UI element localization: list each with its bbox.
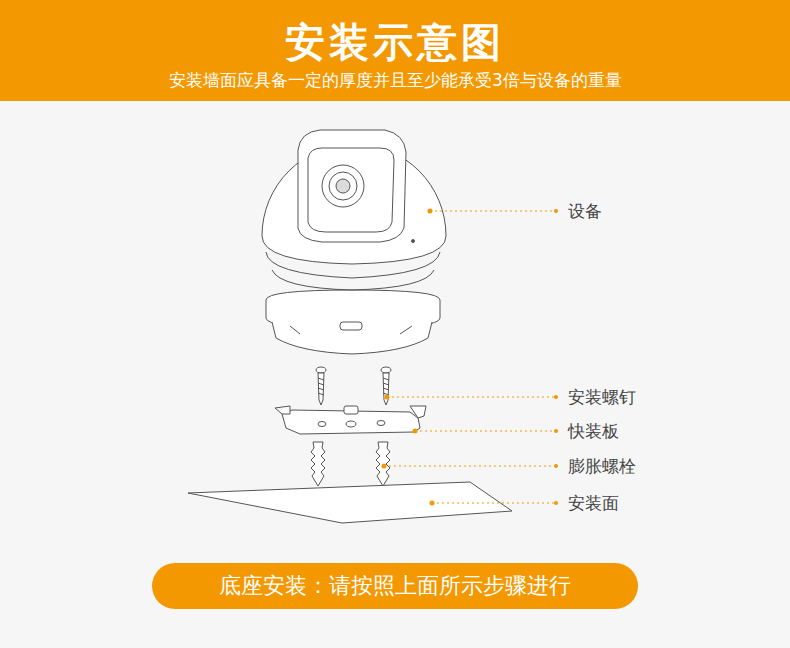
part-label: 设备 [568, 200, 602, 223]
part-label: 膨胀螺栓 [568, 455, 636, 478]
subtitle-note: 安装墙面应具备一定的厚度并且至少能承受3倍与设备的重量 [169, 69, 622, 92]
camera-base [266, 290, 440, 354]
camera-body [262, 130, 446, 290]
expansion-bolts [311, 442, 390, 486]
instruction-text: 底座安装：请按照上面所示步骤进行 [219, 571, 571, 601]
leader-dots [382, 209, 559, 506]
instruction-pill: 底座安装：请按照上面所示步骤进行 [152, 563, 638, 609]
leader-lines [384, 211, 556, 503]
part-label: 安装螺钉 [568, 386, 636, 409]
part-label: 快装板 [568, 420, 619, 443]
mounting-screws [316, 367, 391, 405]
page-title: 安装示意图 [285, 15, 505, 70]
part-label: 安装面 [568, 492, 619, 515]
quick-plate [275, 406, 426, 434]
